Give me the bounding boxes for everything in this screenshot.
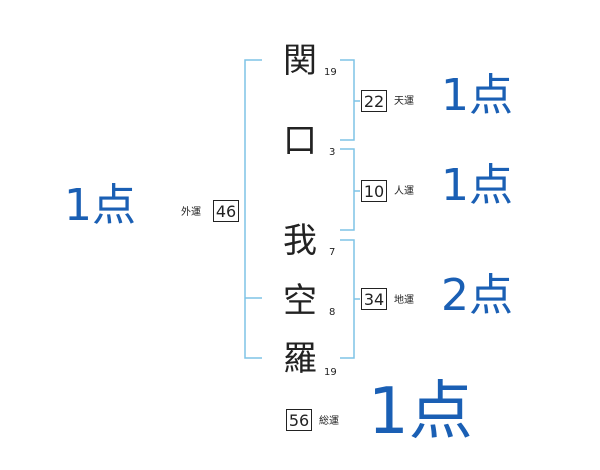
gaiun-value-box: 46: [213, 200, 239, 222]
name-char-4: 空: [283, 281, 317, 321]
name-char-1: 関: [283, 41, 317, 81]
stroke-count-1: 19: [324, 67, 337, 78]
stroke-count-2: 3: [329, 147, 336, 158]
tenun-value-box: 22: [361, 90, 387, 112]
gaiun-score: 1点: [64, 180, 136, 231]
souun-value-box: 56: [286, 409, 312, 431]
souun-score: 1点: [368, 375, 473, 449]
chiun-label: 地運: [394, 295, 414, 306]
souun-label: 総運: [319, 416, 339, 427]
jinun-bracket: [340, 148, 355, 231]
stroke-count-4: 8: [329, 307, 336, 318]
gaiun-label: 外運: [181, 207, 201, 218]
jinun-value-box: 10: [361, 180, 387, 202]
chiun-score: 2点: [441, 270, 513, 321]
tenun-bracket: [340, 59, 355, 141]
stroke-count-3: 7: [329, 247, 336, 258]
name-char-3: 我: [283, 221, 317, 261]
stroke-count-5: 19: [324, 367, 337, 378]
name-char-2: 口: [283, 121, 317, 161]
tenun-score: 1点: [441, 70, 513, 121]
outer-bracket: [244, 59, 262, 359]
jinun-label: 人運: [394, 186, 414, 197]
jinun-score: 1点: [441, 160, 513, 211]
chiun-value-box: 34: [361, 288, 387, 310]
tenun-label: 天運: [394, 96, 414, 107]
chiun-bracket: [340, 239, 355, 359]
name-char-5: 羅: [283, 339, 317, 379]
